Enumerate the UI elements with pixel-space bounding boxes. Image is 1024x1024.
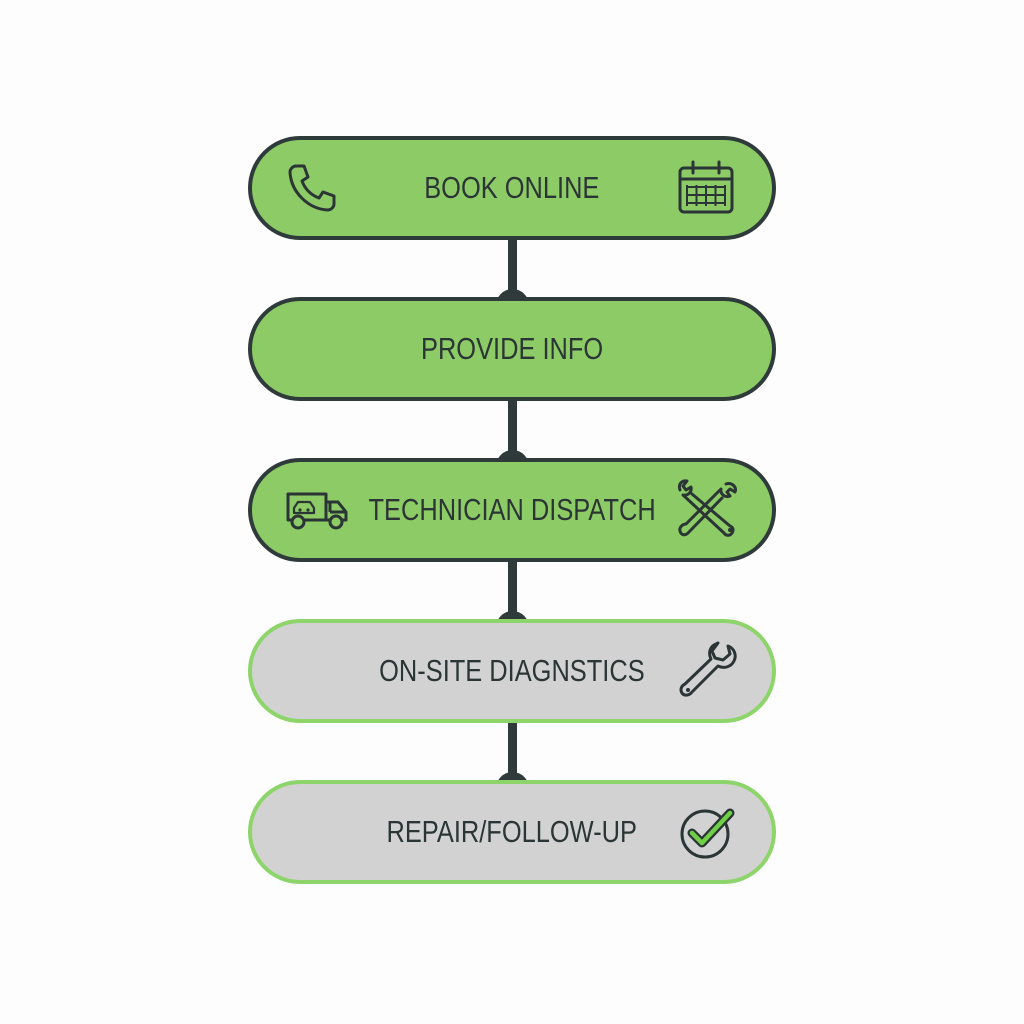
wrench-icon: [678, 641, 738, 701]
step-label: ON-SITE DIAGNSTICS: [379, 653, 645, 688]
connector-3-4: [496, 558, 529, 628]
step-label: PROVIDE INFO: [420, 331, 604, 366]
step-book-online: BOOK ONLINE: [248, 136, 776, 240]
van-icon: [284, 488, 350, 532]
step-provide-info: PROVIDE INFO: [248, 297, 776, 401]
step-label: REPAIR/FOLLOW-UP: [386, 814, 638, 849]
check-circle-icon: [678, 803, 736, 861]
step-label: TECHNICIAN DISPATCH: [368, 492, 656, 527]
connector-2-3: [496, 397, 529, 467]
connector-1-2: [496, 236, 529, 306]
step-on-site-diagnostics: ON-SITE DIAGNSTICS: [248, 619, 776, 723]
phone-icon: [284, 160, 340, 216]
connector-4-5: [496, 719, 529, 789]
calendar-icon: [676, 158, 736, 218]
step-technician-dispatch: TECHNICIAN DISPATCH: [248, 458, 776, 562]
step-repair-follow-up: REPAIR/FOLLOW-UP: [248, 780, 776, 884]
step-label: BOOK ONLINE: [424, 170, 600, 205]
wrench-screwdriver-icon: [674, 478, 742, 542]
